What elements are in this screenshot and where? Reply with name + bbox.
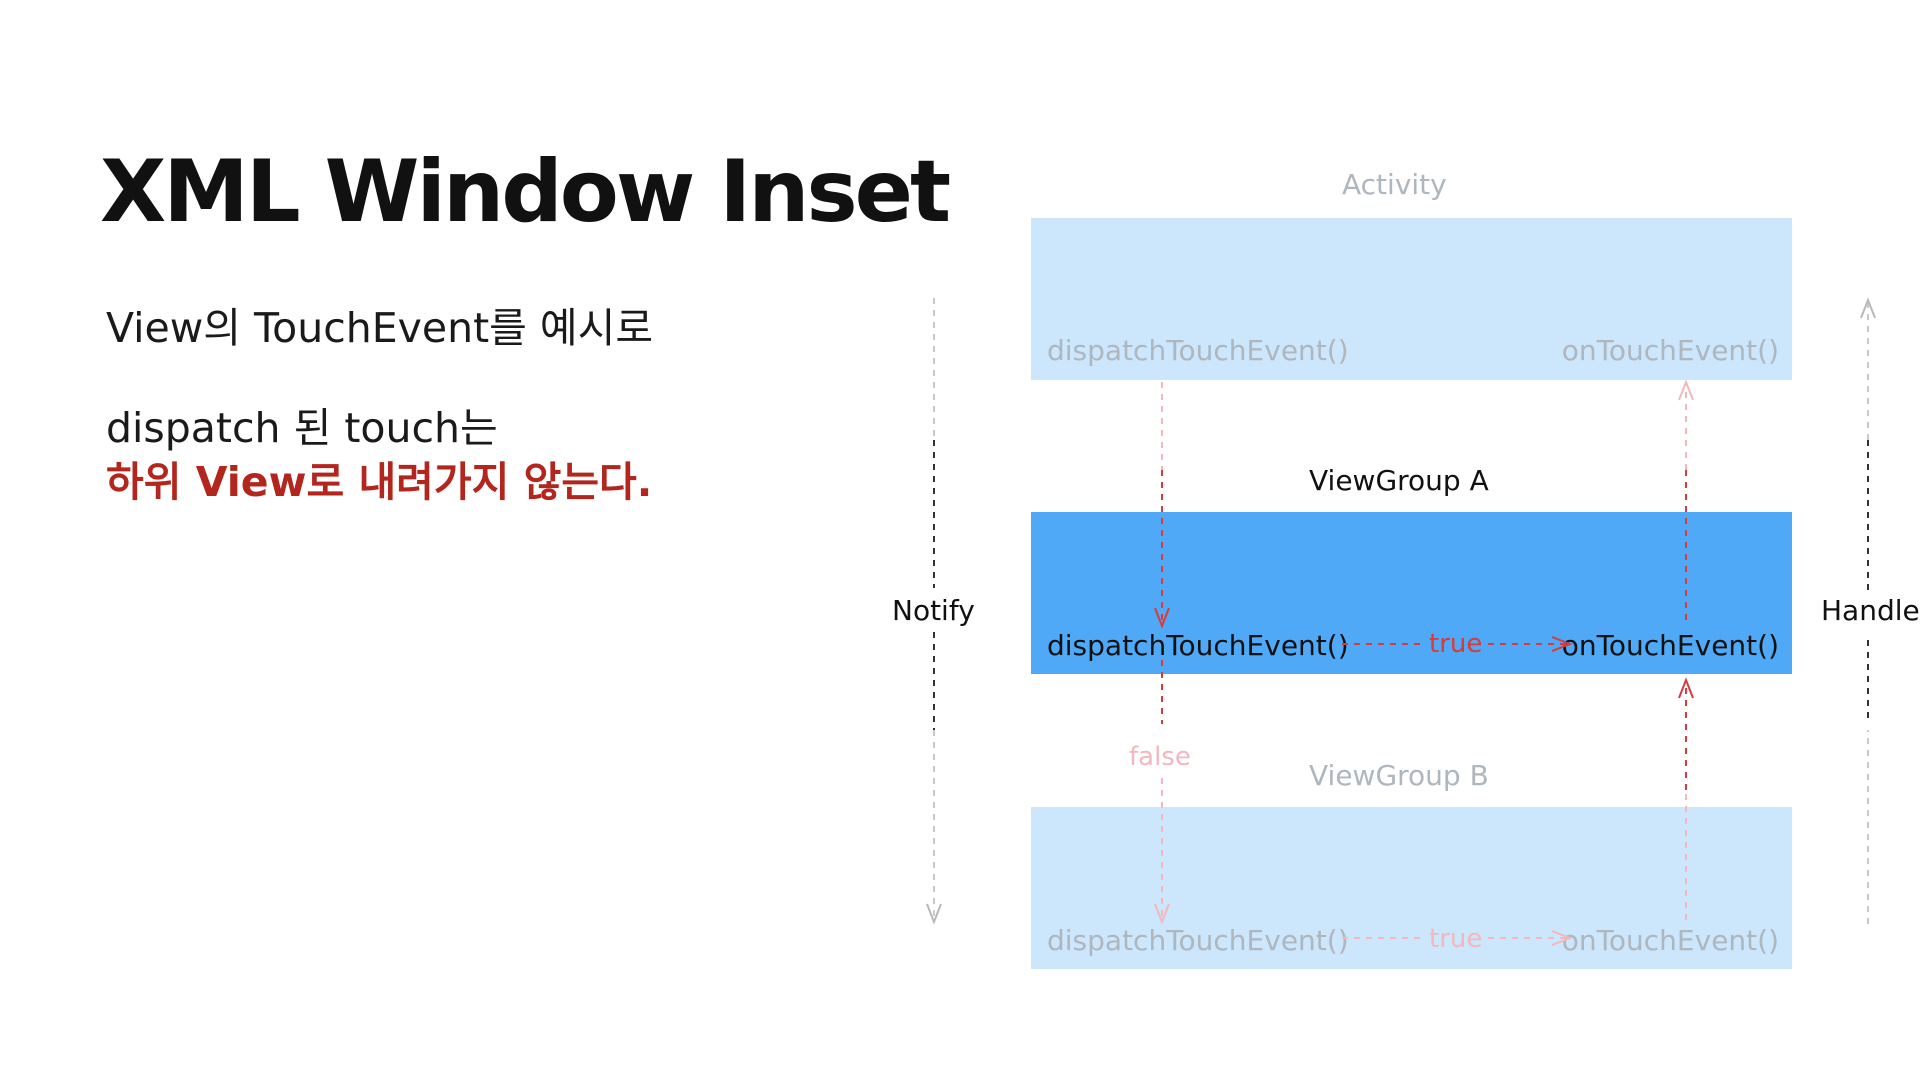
false-label: false: [1129, 742, 1191, 772]
viewgroup-b-label: ViewGroup B: [1309, 759, 1489, 792]
viewgroup-a-dispatch-label: dispatchTouchEvent(): [1047, 629, 1349, 662]
viewgroup-a-box: [1031, 512, 1792, 674]
description-line-1: View의 TouchEvent를 예시로: [106, 304, 654, 352]
viewgroup-a-label: ViewGroup A: [1309, 464, 1489, 497]
viewgroup-b-ontouch-label: onTouchEvent(): [1561, 924, 1779, 957]
activity-label: Activity: [1342, 168, 1447, 201]
viewgroup-b-box: [1031, 807, 1792, 969]
viewgroup-a-ontouch-label: onTouchEvent(): [1561, 629, 1779, 662]
handle-label: Handle: [1821, 594, 1920, 627]
page-title: XML Window Inset: [100, 142, 951, 242]
viewgroup-a-true-label: true: [1429, 629, 1483, 659]
description-line-2: dispatch 된 touch는: [106, 404, 498, 452]
description-line-3-emphasis: 하위 View로 내려가지 않는다.: [106, 458, 653, 506]
activity-dispatch-label: dispatchTouchEvent(): [1047, 334, 1349, 367]
notify-label: Notify: [892, 594, 975, 627]
viewgroup-b-dispatch-label: dispatchTouchEvent(): [1047, 924, 1349, 957]
activity-ontouch-label: onTouchEvent(): [1561, 334, 1779, 367]
activity-box: [1031, 218, 1792, 380]
viewgroup-b-true-label: true: [1429, 924, 1483, 954]
